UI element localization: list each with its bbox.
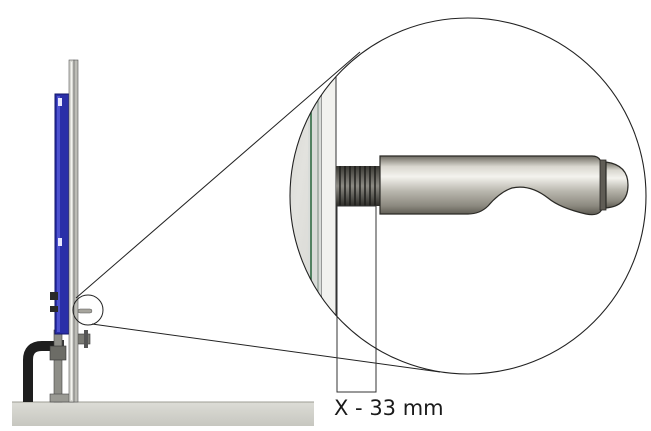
detail-marker [72,294,104,326]
frame-feet [49,329,91,403]
pin-body [379,155,629,216]
floor-slab [12,401,314,426]
leader-lines [75,51,441,373]
board-layer [308,18,322,374]
dimension-label: X - 33 mm [334,396,444,420]
installation-frame [50,93,70,335]
dimension-frame [336,205,377,393]
magnified-detail [289,17,647,393]
pin-small [77,308,93,314]
magnifier-circle [289,17,647,375]
pin-thread [336,166,382,206]
wall-panel [68,59,79,403]
